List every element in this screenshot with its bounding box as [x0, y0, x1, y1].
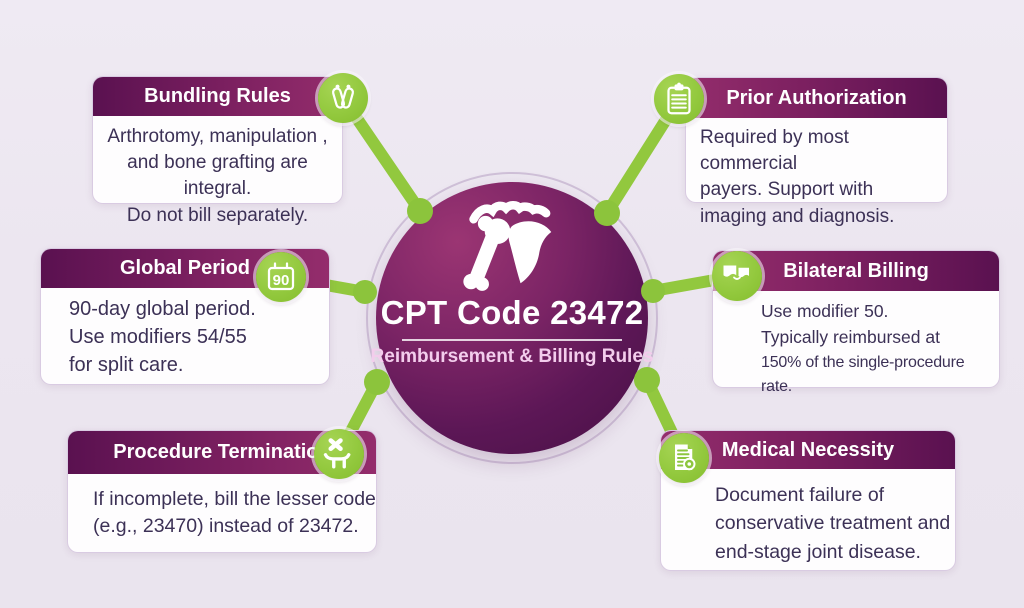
- card-text-line: 150% of the single-procedure rate.: [761, 353, 965, 395]
- center-subtitle: Reimbursement & Billing Rules: [370, 346, 654, 367]
- card-text-line: Required by most commercial: [700, 127, 849, 175]
- card-text-line: Use modifiers 54/55: [69, 326, 247, 348]
- card-text-line: If incomplete, bill the lesser code: [93, 488, 376, 510]
- card-title: Prior Authorization: [726, 86, 907, 109]
- card-body: Required by most commercial payers. Supp…: [686, 118, 947, 230]
- card-text-line: for split care.: [69, 354, 184, 376]
- cancelled-procedure-icon: [314, 429, 364, 479]
- card-body: 90-day global period. Use modifiers 54/5…: [41, 288, 329, 379]
- document-seal-icon: [659, 433, 709, 483]
- card-title: Medical Necessity: [721, 438, 895, 461]
- flags-icon: [712, 251, 762, 301]
- clipboard-icon: [654, 74, 704, 124]
- card-title: Global Period: [119, 257, 251, 279]
- card-text-line: 90-day global period.: [69, 298, 256, 320]
- card-text-line: Do not bill separately.: [126, 204, 309, 226]
- card-text-line: conservative treatment and: [715, 512, 951, 535]
- card-procedure-termination: Procedure Termination If incomplete, bil…: [67, 430, 377, 553]
- card-body: Document failure of conservative treatme…: [661, 469, 955, 566]
- card-text-line: payers. Support with: [700, 179, 874, 201]
- card-text-line: Typically reimbursed at: [761, 327, 940, 348]
- card-text-line: Document failure of: [715, 484, 885, 506]
- card-header: Prior Authorization: [686, 78, 947, 118]
- shoulder-joint-icon: [463, 201, 552, 291]
- card-header: Medical Necessity: [661, 431, 955, 469]
- footprints-icon: [318, 73, 368, 123]
- card-title: Bundling Rules: [144, 85, 291, 107]
- card-text-line: Use modifier 50.: [761, 301, 889, 321]
- calendar-90-icon: 90: [256, 252, 306, 302]
- center-divider: [402, 339, 622, 341]
- card-body: Use modifier 50. Typically reimbursed at…: [713, 291, 999, 399]
- card-bundling-rules: Bundling Rules Arthrotomy, manipulation …: [92, 76, 343, 226]
- card-body: Arthrotomy, manipulation , and bone graf…: [93, 116, 342, 229]
- card-header: Bundling Rules: [93, 77, 342, 116]
- card-text-line: end-stage joint disease.: [715, 540, 921, 563]
- card-text-line: imaging and diagnosis.: [700, 205, 895, 227]
- card-text-line: and bone grafting are integral.: [127, 152, 308, 200]
- card-body: If incomplete, bill the lesser code (e.g…: [68, 474, 376, 540]
- center-ring: [366, 172, 658, 464]
- card-text-line: (e.g., 23470) instead of 23472.: [93, 514, 359, 537]
- card-title: Bilateral Billing: [783, 259, 929, 282]
- card-text-line: Arthrotomy, manipulation ,: [107, 126, 328, 147]
- card-title: Procedure Termination: [113, 441, 331, 463]
- center-title: CPT Code 23472: [380, 294, 644, 331]
- card-prior-authorization: Prior Authorization Required by most com…: [685, 77, 948, 227]
- card-medical-necessity: Medical Necessity Document failure of co…: [660, 430, 956, 571]
- center-circle: CPT Code 23472 Reimbursement & Billing R…: [371, 182, 653, 454]
